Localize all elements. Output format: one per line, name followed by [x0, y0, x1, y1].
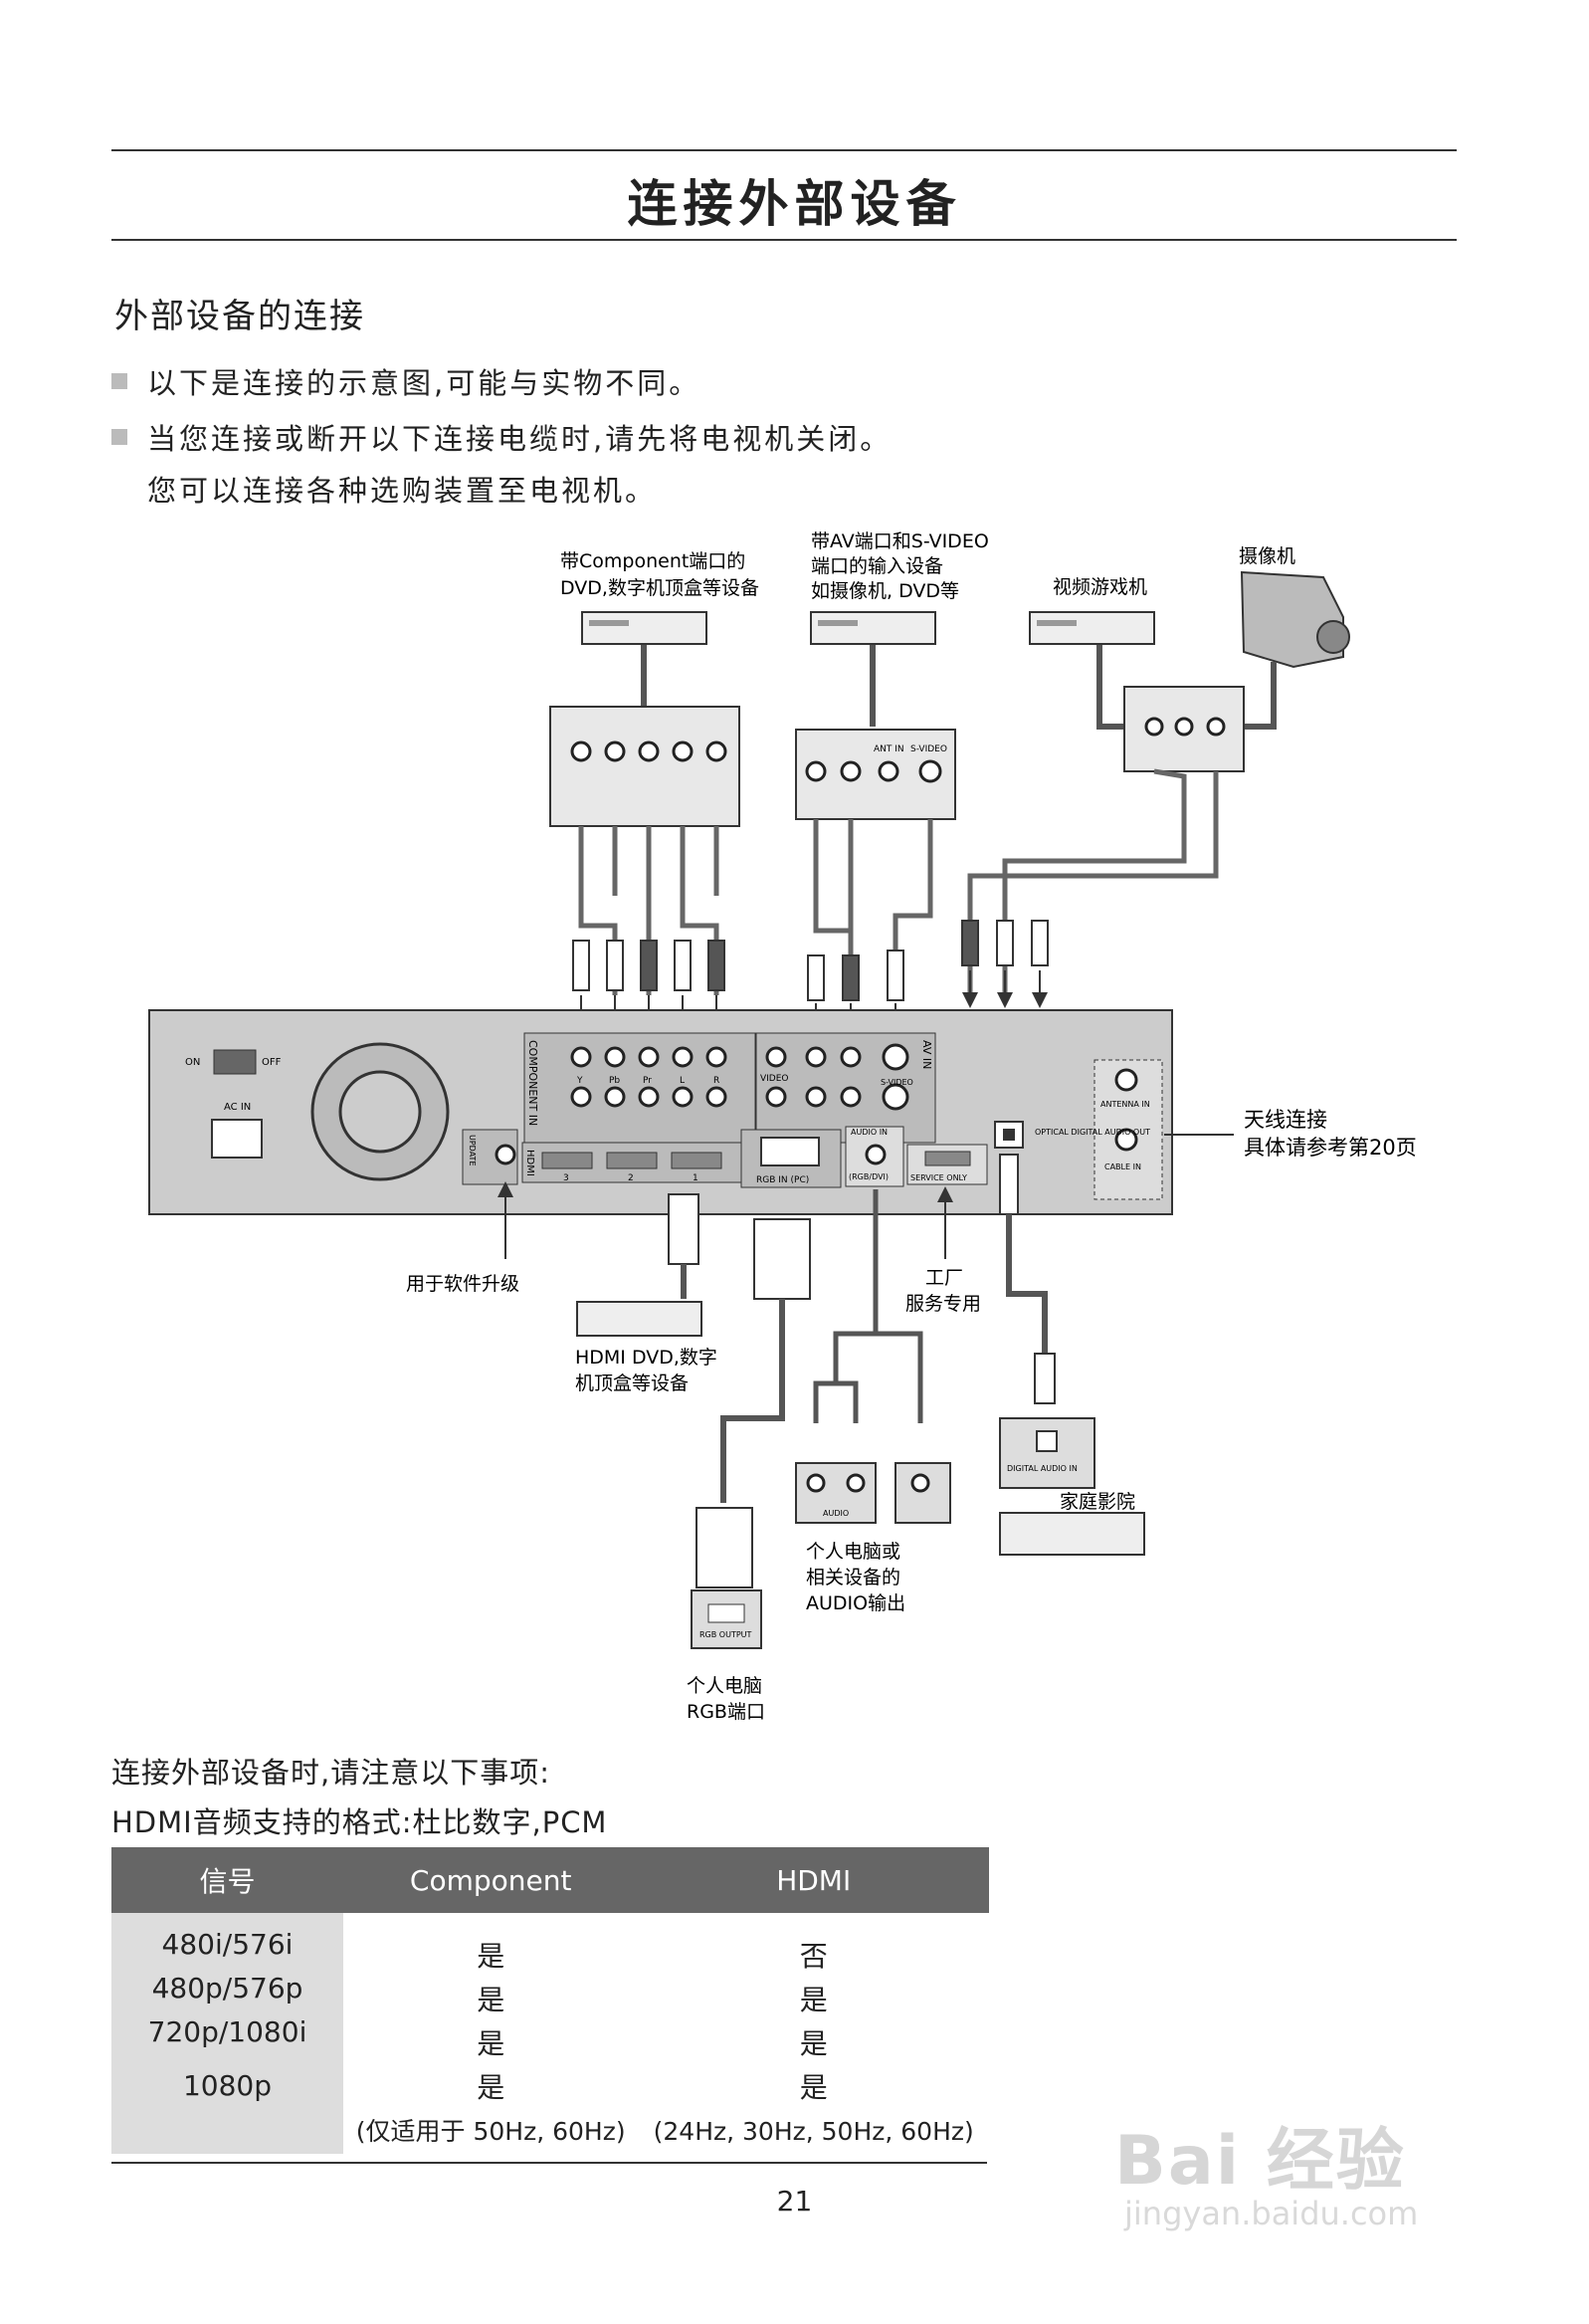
factory-service-2: 服务专用 [905, 1293, 981, 1315]
panel-pb: Pb [609, 1076, 620, 1086]
header-signal: 信号 [111, 1847, 343, 1913]
panel-update: UPDATE [468, 1135, 477, 1166]
component-1: 是 [477, 1940, 505, 1973]
panel-cable-in: CABLE IN [1104, 1162, 1141, 1171]
av-device-label-1: 带AV端口和S-VIDEO [811, 530, 989, 552]
pc-audio-box-label: AUDIO [823, 1509, 849, 1518]
component-device-label-2: DVD,数字机顶盒等设备 [560, 577, 759, 599]
hdmi-3: 是 [799, 2027, 828, 2060]
connection-diagram: 带Component端口的 DVD,数字机顶盒等设备 带AV端口和S-VIDEO… [148, 530, 1417, 1723]
panel-pr: Pr [643, 1076, 652, 1086]
table-row: 480i/576i 480p/576p 720p/1080i 1080p 是 是… [111, 1913, 989, 2154]
bullet-square-icon [111, 373, 127, 389]
pc-rgb-label-2: RGB端口 [687, 1701, 765, 1723]
bottom-rule [111, 2162, 987, 2164]
signal-2: 480p/576p [151, 1972, 303, 2005]
component-device-icon [581, 611, 707, 645]
digital-audio-in-label: DIGITAL AUDIO IN [1007, 1464, 1078, 1473]
av-output-box: ANT IN S-VIDEO [795, 729, 956, 820]
av-device-label-3: 如摄像机, DVD等 [811, 580, 959, 602]
pc-audio-label-3: AUDIO输出 [806, 1592, 905, 1614]
baidu-watermark-url: jingyan.baidu.com [1124, 2195, 1419, 2232]
panel-optical: OPTICAL DIGITAL AUDIO OUT [1035, 1128, 1150, 1137]
software-upgrade-label: 用于软件升级 [406, 1273, 519, 1295]
top-rule [111, 149, 1457, 151]
pc-audio-label-1: 个人电脑或 [806, 1541, 900, 1563]
hdmi-4: 是 [799, 2071, 828, 2104]
panel-rgb-in: RGB IN (PC) [756, 1175, 809, 1185]
panel-ac-in: AC IN [224, 1102, 251, 1113]
hdmi-1: 否 [799, 1940, 828, 1973]
component-device-label-1: 带Component端口的 [560, 550, 745, 572]
note-line-2: HDMI音频支持的格式:杜比数字,PCM [111, 1805, 608, 1839]
av-device-label-2: 端口的输入设备 [811, 555, 943, 577]
ant-in-label: ANT IN [874, 744, 904, 754]
hdmi-note: (24Hz, 30Hz, 50Hz, 60Hz) [653, 2117, 974, 2146]
panel-component-in: COMPONENT IN [526, 1040, 539, 1126]
component-4: 是 [477, 2071, 505, 2104]
game-console-label: 视频游戏机 [1053, 576, 1147, 598]
header-component: Component [343, 1847, 639, 1913]
panel-antenna-in: ANTENNA IN [1100, 1100, 1150, 1109]
panel-hdmi: HDMI [524, 1150, 535, 1176]
panel-service-only: SERVICE ONLY [910, 1173, 967, 1182]
camcorder-icon [1240, 570, 1350, 669]
panel-y: Y [576, 1076, 583, 1086]
bullet-continuation: 您可以连接各种选购装置至电视机。 [147, 474, 658, 508]
component-note: (仅适用于 50Hz, 60Hz) [355, 2117, 626, 2146]
panel-l: L [680, 1076, 685, 1086]
signal-4: 1080p [182, 2069, 273, 2102]
page-title: 连接外部设备 [627, 175, 962, 233]
signal-3: 720p/1080i [147, 2015, 307, 2048]
page-number: 21 [776, 2185, 813, 2218]
home-theater-label: 家庭影院 [1060, 1491, 1135, 1513]
rgb-output-label: RGB OUTPUT [699, 1630, 752, 1639]
signal-1: 480i/576i [161, 1928, 294, 1961]
component-output-box [549, 706, 740, 827]
title-rule [111, 239, 1457, 241]
pc-audio-label-2: 相关设备的 [806, 1567, 900, 1588]
header-hdmi: HDMI [638, 1847, 989, 1913]
panel-hdmi-3: 3 [563, 1173, 569, 1183]
panel-audio-in: AUDIO IN [851, 1128, 888, 1137]
camcorder-label: 摄像机 [1239, 545, 1295, 567]
antenna-note-1: 天线连接 [1244, 1108, 1327, 1132]
panel-r: R [713, 1076, 719, 1086]
table-header-row: 信号 Component HDMI [111, 1847, 989, 1913]
game-console-icon [1029, 611, 1155, 645]
signal-spec-table: 信号 Component HDMI 480i/576i 480p/576p 72… [111, 1847, 989, 2154]
bullet-2: 当您连接或断开以下连接电缆时,请先将电视机关闭。 [111, 416, 892, 458]
svideo-box-label: S-VIDEO [910, 744, 947, 754]
panel-on: ON [185, 1057, 200, 1068]
baidu-watermark: Bai 经验 [1114, 2122, 1406, 2201]
antenna-note-2: 具体请参考第20页 [1244, 1136, 1417, 1160]
factory-service-1: 工厂 [925, 1267, 963, 1289]
section-heading: 外部设备的连接 [114, 297, 365, 336]
panel-av-in: AV IN [920, 1040, 933, 1069]
hdmi-2: 是 [799, 1984, 828, 2016]
panel-hdmi-2: 2 [628, 1173, 634, 1183]
signal-cell: 480i/576i 480p/576p 720p/1080i 1080p [111, 1913, 343, 2154]
bullet-1: 以下是连接的示意图,可能与实物不同。 [111, 360, 700, 402]
bullet-square-icon [111, 429, 127, 445]
bullet-2-text: 当您连接或断开以下连接电缆时,请先将电视机关闭。 [147, 422, 893, 456]
av-device-icon [810, 611, 936, 645]
note-line-1: 连接外部设备时,请注意以下事项: [111, 1756, 550, 1790]
pc-rgb-label-1: 个人电脑 [687, 1675, 762, 1697]
panel-rgb-dvi: (RGB/DVI) [849, 1172, 889, 1181]
bullet-1-text: 以下是连接的示意图,可能与实物不同。 [147, 366, 701, 400]
component-2: 是 [477, 1984, 505, 2016]
hdmi-cell: 否 是 是 是 (24Hz, 30Hz, 50Hz, 60Hz) [638, 1913, 989, 2154]
hdmi-device-label-2: 机顶盒等设备 [575, 1373, 689, 1394]
panel-video: VIDEO [760, 1074, 789, 1084]
panel-off: OFF [262, 1057, 282, 1068]
panel-hdmi-1: 1 [693, 1173, 698, 1183]
component-cell: 是 是 是 是 (仅适用于 50Hz, 60Hz) [343, 1913, 638, 2154]
game-output-box [1123, 686, 1245, 772]
component-3: 是 [477, 2027, 505, 2060]
panel-svideo: S-VIDEO [881, 1078, 913, 1087]
hdmi-device-label-1: HDMI DVD,数字 [575, 1347, 717, 1369]
